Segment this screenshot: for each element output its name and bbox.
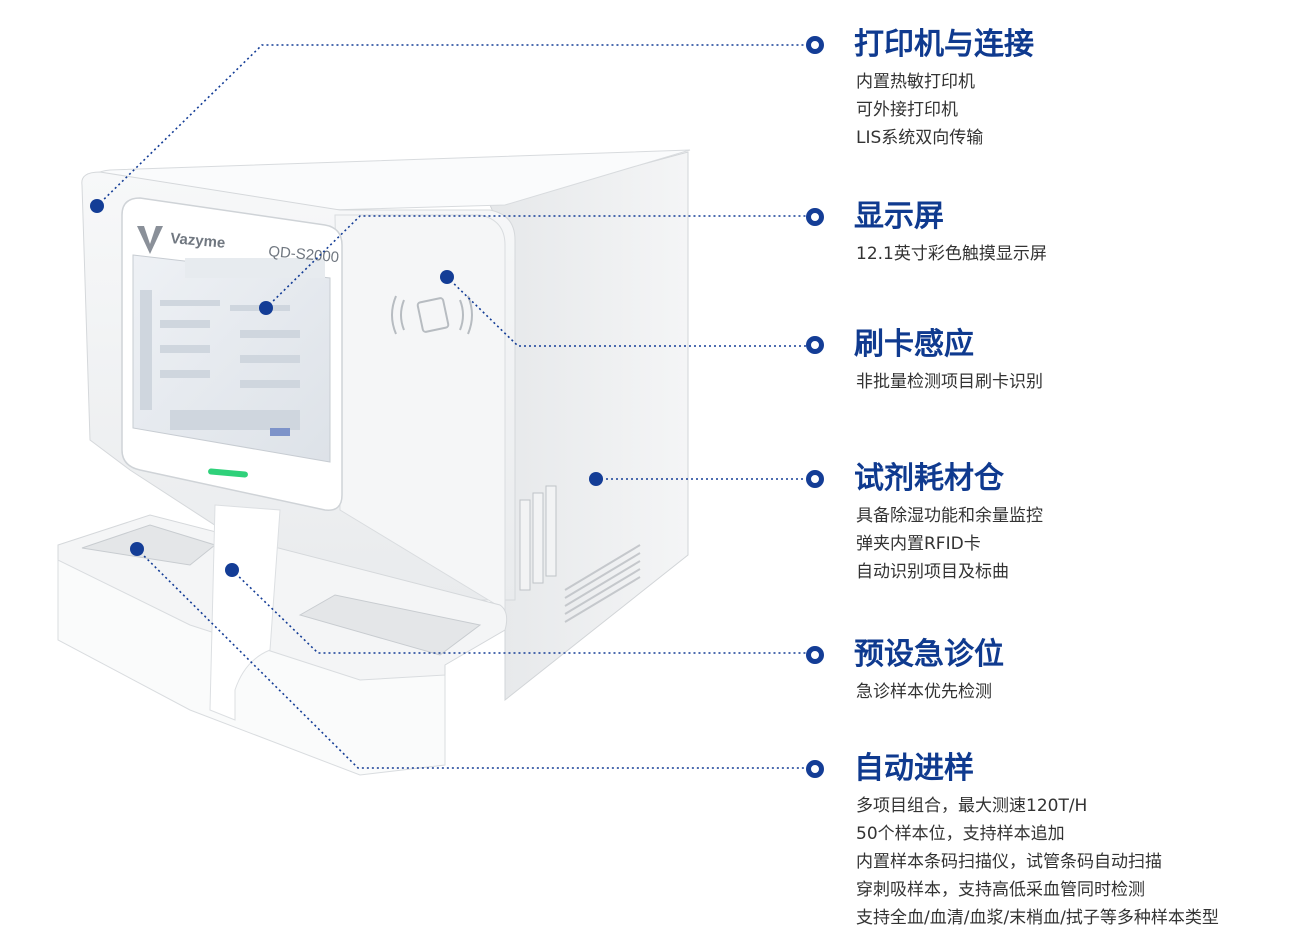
- feature-details: 多项目组合，最大测速120T/H 50个样本位，支持样本追加 内置样本条码扫描仪…: [856, 792, 1219, 932]
- screen-ui: [140, 258, 325, 436]
- feature-detail: 多项目组合，最大测速120T/H: [856, 796, 1088, 816]
- brand-name: Vazyme: [170, 230, 226, 252]
- side-panel: [489, 151, 689, 702]
- feature-title: 刷卡感应: [854, 327, 974, 362]
- feature-detail: 自动识别项目及标曲: [856, 562, 1009, 582]
- ring-bullet-icon: [806, 208, 824, 226]
- ring-bullet-icon: [806, 760, 824, 778]
- analyzer-illustration: Vazyme QD-S2000: [57, 149, 691, 776]
- brand-logo: [137, 226, 163, 254]
- feature-detail: 支持全血/血清/血浆/末梢血/拭子等多种样本类型: [856, 908, 1219, 928]
- feature-details: 急诊样本优先检测: [856, 678, 992, 706]
- feature-details: 非批量检测项目刷卡识别: [856, 368, 1043, 396]
- feature-detail: 弹夹内置RFID卡: [856, 534, 981, 554]
- feature-detail: 12.1英寸彩色触摸显示屏: [856, 244, 1047, 264]
- feature-details: 具备除湿功能和余量监控 弹夹内置RFID卡 自动识别项目及标曲: [856, 502, 1043, 586]
- feature-details: 内置热敏打印机 可外接打印机 LIS系统双向传输: [856, 68, 983, 152]
- feature-detail: 具备除湿功能和余量监控: [856, 506, 1043, 526]
- status-led: [208, 468, 248, 478]
- feature-title: 自动进样: [854, 751, 974, 786]
- feature-title: 显示屏: [854, 199, 944, 234]
- feature-title: 打印机与连接: [854, 27, 1034, 62]
- reagent-cartridges: [519, 485, 557, 591]
- feature-detail: 内置样本条码扫描仪，试管条码自动扫描: [856, 852, 1162, 872]
- ring-bullet-icon: [806, 336, 824, 354]
- feature-detail: 非批量检测项目刷卡识别: [856, 372, 1043, 392]
- feature-title: 试剂耗材仓: [854, 461, 1004, 496]
- feature-details: 12.1英寸彩色触摸显示屏: [856, 240, 1047, 268]
- feature-detail: 可外接打印机: [856, 100, 958, 120]
- touch-screen: [132, 254, 331, 463]
- ring-bullet-icon: [806, 470, 824, 488]
- ring-bullet-icon: [806, 36, 824, 54]
- ring-bullet-icon: [806, 646, 824, 664]
- feature-detail: 穿刺吸样本，支持高低采血管同时检测: [856, 880, 1145, 900]
- feature-detail: 50个样本位，支持样本追加: [856, 824, 1065, 844]
- feature-title: 预设急诊位: [854, 637, 1004, 672]
- feature-detail: LIS系统双向传输: [856, 128, 984, 148]
- feature-detail: 急诊样本优先检测: [856, 682, 992, 702]
- feature-detail: 内置热敏打印机: [856, 72, 975, 92]
